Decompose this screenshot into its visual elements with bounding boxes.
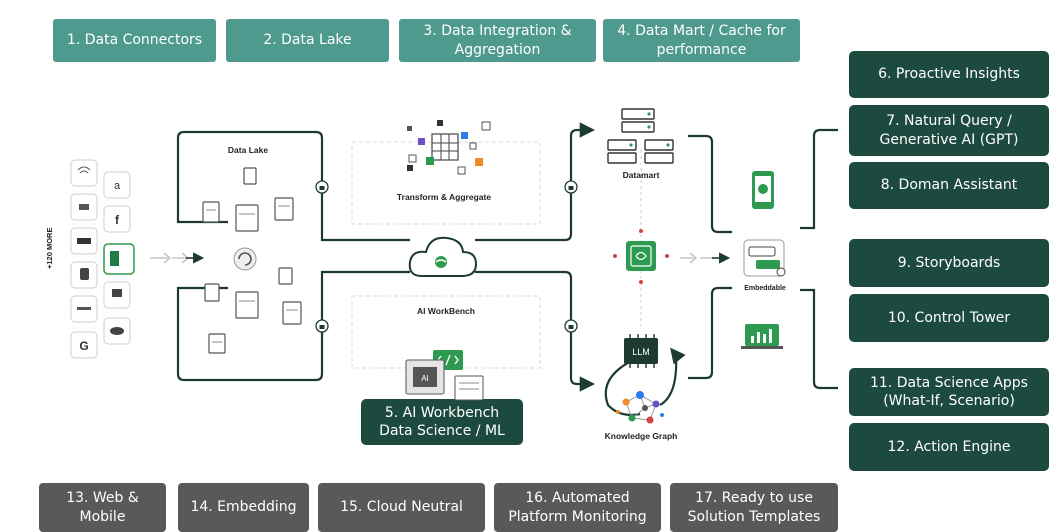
step-proactive-insights: 6. Proactive Insights bbox=[849, 51, 1049, 98]
server-icon bbox=[607, 108, 674, 164]
laptop-chart-icon bbox=[741, 324, 783, 349]
step-cloud-neutral: 15. Cloud Neutral bbox=[318, 483, 485, 532]
connector-icons bbox=[70, 159, 135, 359]
step-platform-monitoring: 16. Automated Platform Monitoring bbox=[494, 483, 661, 532]
embeddable-chat-icon bbox=[743, 239, 786, 277]
aggregate-icon bbox=[407, 120, 491, 175]
flow-lines bbox=[176, 122, 838, 417]
file-icon bbox=[202, 167, 302, 354]
step-ai-workbench: 5. AI Workbench Data Science / ML bbox=[361, 399, 523, 445]
workbench-icons bbox=[405, 350, 484, 401]
ai-chip-label: AI bbox=[421, 374, 429, 383]
step-data-integration: 3. Data Integration & Aggregation bbox=[399, 19, 596, 62]
step-data-science-apps: 11. Data Science Apps (What-If, Scenario… bbox=[849, 368, 1049, 416]
step-control-tower: 10. Control Tower bbox=[849, 294, 1049, 342]
connector-glyph-g: G bbox=[79, 339, 88, 353]
step-data-mart: 4. Data Mart / Cache for performance bbox=[603, 19, 800, 62]
more-connectors-label: +120 MORE bbox=[45, 227, 54, 269]
connector-glyph-a: a bbox=[114, 180, 121, 192]
step-data-connectors: 1. Data Connectors bbox=[53, 19, 216, 62]
mobile-icon bbox=[752, 171, 774, 209]
step-web-mobile: 13. Web & Mobile bbox=[39, 483, 166, 532]
knowledge-graph-icon bbox=[616, 391, 664, 424]
connector-glyph-f: f bbox=[115, 213, 120, 227]
llm-chip-label: LLM bbox=[632, 347, 650, 357]
llm-chip-icon bbox=[624, 334, 658, 368]
step-solution-templates: 17. Ready to use Solution Templates bbox=[670, 483, 838, 532]
brain-chip-icon bbox=[613, 229, 669, 284]
step-embedding: 14. Embedding bbox=[178, 483, 309, 532]
datamart-label: Datamart bbox=[622, 170, 660, 180]
ai-workbench-label: AI WorkBench bbox=[417, 306, 475, 316]
step-action-engine: 12. Action Engine bbox=[849, 423, 1049, 471]
step-data-lake: 2. Data Lake bbox=[226, 19, 389, 62]
data-lake-label: Data Lake bbox=[227, 145, 269, 155]
knowledge-graph-label: Knowledge Graph bbox=[604, 431, 678, 441]
step-storyboards: 9. Storyboards bbox=[849, 239, 1049, 287]
transform-aggregate-label: Transform & Aggregate bbox=[396, 192, 492, 202]
embeddable-label: Embeddable bbox=[744, 285, 786, 292]
sync-icon bbox=[233, 247, 257, 271]
step-natural-query: 7. Natural Query / Generative AI (GPT) bbox=[849, 105, 1049, 156]
step-domain-assistant: 8. Doman Assistant bbox=[849, 162, 1049, 209]
